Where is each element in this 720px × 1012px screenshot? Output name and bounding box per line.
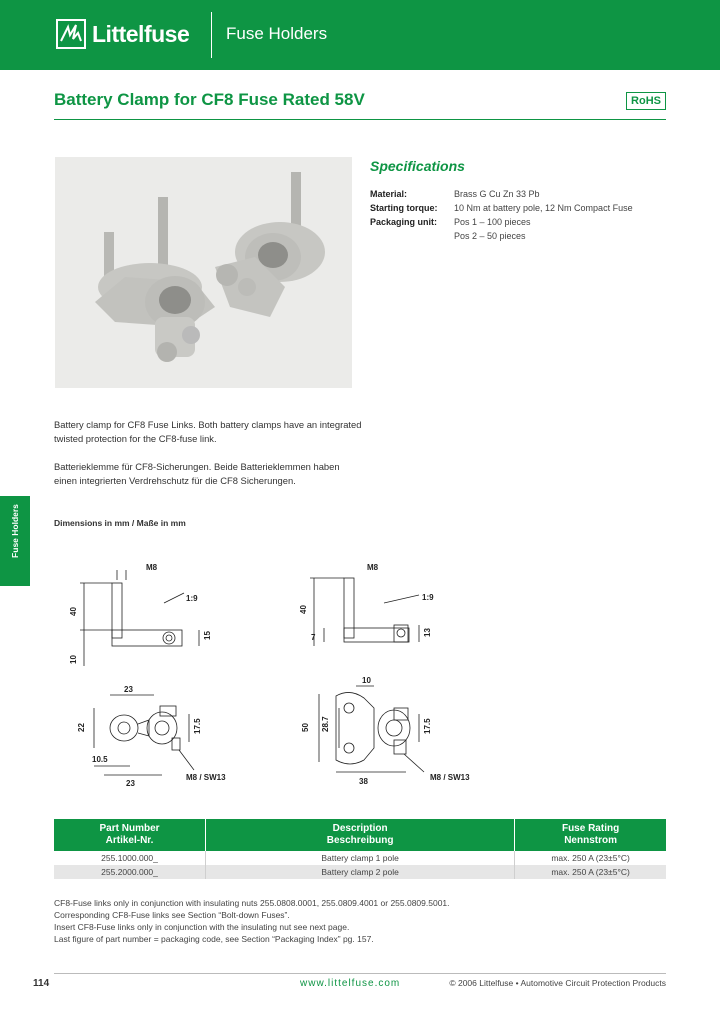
page-number: 114 <box>33 978 50 989</box>
dim-label-15: 15 <box>203 631 212 640</box>
spec-label: Material: <box>370 189 408 199</box>
parts-table: Part Number Artikel-Nr. Description Besc… <box>54 819 666 879</box>
spec-value: 10 Nm at battery pole, 12 Nm Compact Fus… <box>454 203 633 213</box>
footnote: Corresponding CF8-Fuse links see Section… <box>54 910 290 920</box>
spec-label <box>370 229 454 243</box>
dim-label-13: 13 <box>423 628 432 637</box>
dim-label-28-7: 28.7 <box>321 716 330 732</box>
description-german: Batterieklemme für CF8-Sicherungen. Beid… <box>54 461 340 486</box>
dim-label-22: 22 <box>77 723 86 732</box>
column-header-line: Part Number <box>99 823 160 834</box>
spec-value: Brass G Cu Zn 33 Pb <box>454 189 540 199</box>
dim-label-23-bottom: 23 <box>126 779 135 788</box>
part-number-cell: 255.1000.000_ <box>101 853 158 863</box>
copyright-text: © 2006 Littelfuse • Automotive Circuit P… <box>449 978 666 988</box>
dim-label-angle: 1:9 <box>186 594 198 603</box>
footnotes: CF8-Fuse links only in conjunction with … <box>54 897 450 945</box>
column-header-line: Beschreibung <box>326 835 394 846</box>
rohs-badge: RoHS <box>626 92 666 110</box>
product-photo <box>55 157 352 388</box>
specifications-list: Material: Brass G Cu Zn 33 Pb Starting t… <box>370 187 633 243</box>
header-divider <box>211 12 212 58</box>
table-header-row: Part Number Artikel-Nr. Description Besc… <box>54 819 666 851</box>
column-header-part: Part Number Artikel-Nr. <box>54 819 206 851</box>
littelfuse-logo-icon <box>56 19 86 49</box>
rating-cell: max. 250 A (23±5°C) <box>514 865 666 879</box>
title-rule <box>54 119 666 120</box>
side-tab[interactable]: Fuse Holders <box>0 496 30 586</box>
website-link[interactable]: www.littelfuse.com <box>300 978 401 989</box>
column-header-line: Artikel-Nr. <box>105 835 154 846</box>
dim-label-23-top: 23 <box>124 685 133 694</box>
dim-label-40-right: 40 <box>299 605 308 614</box>
table-row: 255.1000.000_ Battery clamp 1 pole max. … <box>54 851 666 865</box>
spec-row: Starting torque: 10 Nm at battery pole, … <box>370 201 633 215</box>
dim-label-thread-right: M8 / SW13 <box>430 773 470 782</box>
dim-label-m8-right: M8 <box>367 563 379 572</box>
dimension-drawing: M8 1:9 40 15 10 M8 1:9 40 7 13 23 22 17.… <box>69 563 470 788</box>
spec-value: Pos 1 – 100 pieces <box>454 217 531 227</box>
dim-label-17-5-right: 17.5 <box>423 718 432 734</box>
dim-label-m8: M8 <box>146 563 158 572</box>
dim-label-thread: M8 / SW13 <box>186 773 226 782</box>
dim-label-50: 50 <box>301 723 310 732</box>
page-header: Littelfuse Fuse Holders <box>0 0 720 70</box>
column-header-line: Nennstrom <box>564 835 617 846</box>
table-row: 255.2000.000_ Battery clamp 2 pole max. … <box>54 865 666 879</box>
spec-value: Pos 2 – 50 pieces <box>454 231 526 241</box>
footnote: CF8-Fuse links only in conjunction with … <box>54 898 450 908</box>
footnote: Last figure of part number = packaging c… <box>54 934 374 944</box>
dim-label-angle-right: 1:9 <box>422 593 434 602</box>
dim-label-17-5: 17.5 <box>193 718 202 734</box>
column-header-line: Description <box>332 823 388 834</box>
dim-label-10: 10 <box>69 655 78 664</box>
column-header-rating: Fuse Rating Nennstrom <box>514 819 666 851</box>
specifications-heading: Specifications <box>370 158 465 174</box>
dim-label-40: 40 <box>69 607 78 616</box>
footer-rule <box>54 973 666 974</box>
description-cell: Battery clamp 2 pole <box>205 865 515 879</box>
description-english: Battery clamp for CF8 Fuse Links. Both b… <box>54 419 362 444</box>
spec-label: Packaging unit: <box>370 217 438 227</box>
rating-cell: max. 250 A (23±5°C) <box>514 851 666 865</box>
spec-row: Material: Brass G Cu Zn 33 Pb <box>370 187 633 201</box>
dim-label-7: 7 <box>311 633 316 642</box>
footnote: Insert CF8-Fuse links only in conjunctio… <box>54 922 350 932</box>
dim-label-10-5: 10.5 <box>92 755 108 764</box>
brand-logo[interactable]: Littelfuse <box>56 18 190 50</box>
brand-name: Littelfuse <box>92 20 190 47</box>
dim-label-10-right: 10 <box>362 676 371 685</box>
spec-row: Pos 2 – 50 pieces <box>370 229 633 243</box>
dimensions-heading: Dimensions in mm / Maße in mm <box>54 518 186 528</box>
column-header-line: Fuse Rating <box>561 823 620 834</box>
column-header-description: Description Beschreibung <box>205 819 515 851</box>
spec-row: Packaging unit: Pos 1 – 100 pieces <box>370 215 633 229</box>
description-cell: Battery clamp 1 pole <box>205 851 515 865</box>
dim-label-38: 38 <box>359 777 368 786</box>
section-title: Fuse Holders <box>226 24 328 43</box>
side-tab-label: Fuse Holders <box>10 504 20 558</box>
spec-label: Starting torque: <box>370 203 438 213</box>
product-title: Battery Clamp for CF8 Fuse Rated 58V <box>54 90 365 109</box>
part-number-cell: 255.2000.000_ <box>54 865 206 879</box>
title-row: Battery Clamp for CF8 Fuse Rated 58V RoH… <box>54 90 666 116</box>
